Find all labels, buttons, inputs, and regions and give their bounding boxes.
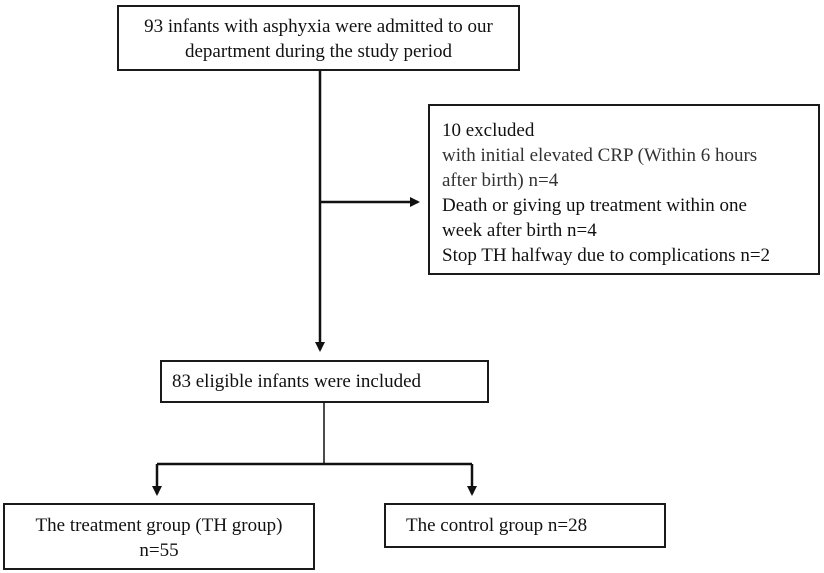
included-text: 83 eligible infants were included — [172, 371, 422, 392]
exclusion-reason-crp-line1: with initial elevated CRP (Within 6 hour… — [442, 145, 758, 166]
control-group-label: The control group n=28 — [406, 515, 588, 536]
box-admitted-infants: 93 infants with asphyxia were admitted t… — [117, 5, 520, 71]
box-control-group: The control group n=28 — [384, 503, 666, 548]
box-eligible-included: 83 eligible infants were included — [160, 360, 489, 403]
box-excluded: 10 excluded with initial elevated CRP (W… — [428, 104, 820, 275]
treatment-group-label: The treatment group (TH group) — [35, 515, 283, 536]
admitted-text-line1: 93 infants with asphyxia were admitted t… — [144, 16, 493, 37]
admitted-text-line2: department during the study period — [185, 41, 452, 62]
exclusion-reason-crp-line2: after birth) n=4 — [442, 170, 559, 191]
exclusion-reason-stop-th: Stop TH halfway due to complications n=2 — [442, 245, 771, 266]
exclusion-reason-death-line1: Death or giving up treatment within one — [442, 195, 747, 216]
box-treatment-group: The treatment group (TH group) n=55 — [3, 503, 315, 570]
exclusion-reason-death-line2: week after birth n=4 — [442, 220, 597, 241]
excluded-heading: 10 excluded — [442, 120, 535, 141]
treatment-group-count: n=55 — [139, 540, 179, 561]
